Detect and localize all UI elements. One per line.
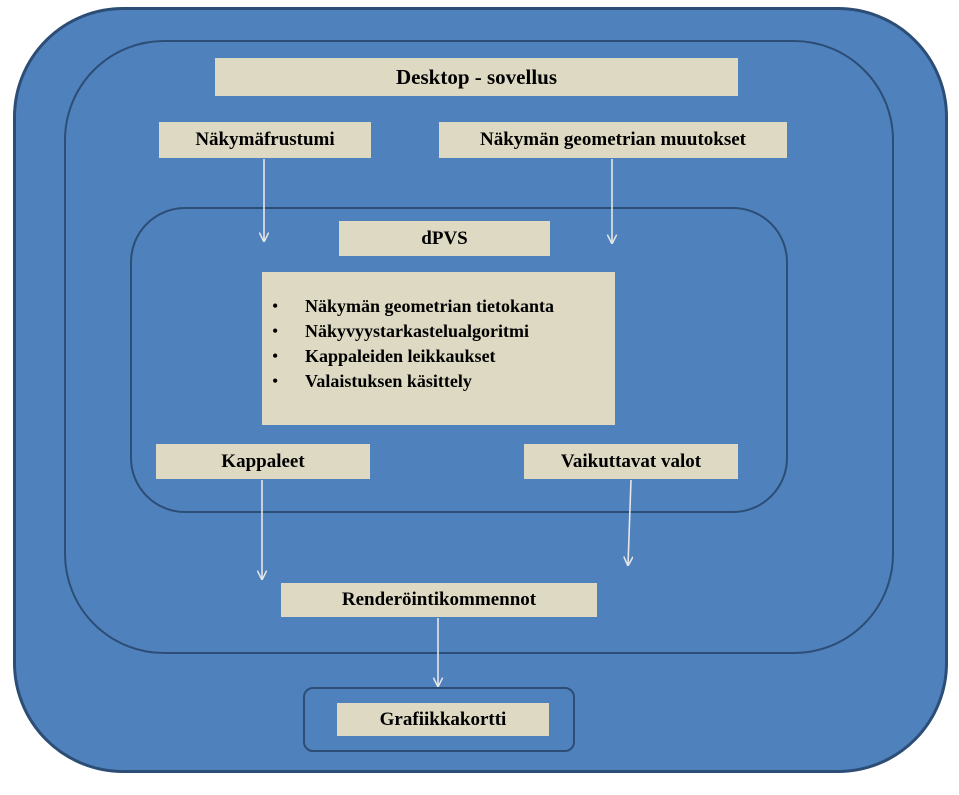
graphics-card-label: Grafiikkakortti <box>337 703 549 736</box>
dpvs-feature-item: • Näkymän geometrian tietokanta <box>262 294 615 319</box>
affecting-lights-box: Vaikuttavat valot <box>524 444 738 479</box>
render-commands-box: Renderöintikommennot <box>281 583 597 617</box>
view-geometry-changes-box: Näkymän geometrian muutokset <box>439 122 787 158</box>
dpvs-label: dPVS <box>339 221 550 256</box>
dpvs-feature-text: Kappaleiden leikkaukset <box>305 346 496 366</box>
dpvs-feature-item: • Valaistuksen käsittely <box>262 369 615 394</box>
dpvs-features-list: • Näkymän geometrian tietokanta • Näkyvyys… <box>262 294 615 394</box>
desktop-app-label: Desktop - sovellus <box>215 58 738 96</box>
dpvs-feature-text: Näkymän geometrian tietokanta <box>305 296 554 316</box>
dpvs-feature-item: • Kappaleiden leikkaukset <box>262 344 615 369</box>
arrow-lights-to-render <box>628 479 631 565</box>
bullet-icon: • <box>272 321 279 341</box>
bullet-icon: • <box>272 296 279 316</box>
dpvs-feature-text: Valaistuksen käsittely <box>305 371 472 391</box>
dpvs-feature-item: • Näkyvyystarkastelualgoritmi <box>262 319 615 344</box>
bullet-icon: • <box>272 371 279 391</box>
view-frustum-box: Näkymäfrustumi <box>159 122 371 158</box>
dpvs-feature-text: Näkyvyystarkastelualgoritmi <box>305 321 529 341</box>
bullet-icon: • <box>272 346 279 366</box>
dpvs-features-box: • Näkymän geometrian tietokanta • Näkyvyys… <box>262 272 615 425</box>
objects-box: Kappaleet <box>156 444 370 479</box>
